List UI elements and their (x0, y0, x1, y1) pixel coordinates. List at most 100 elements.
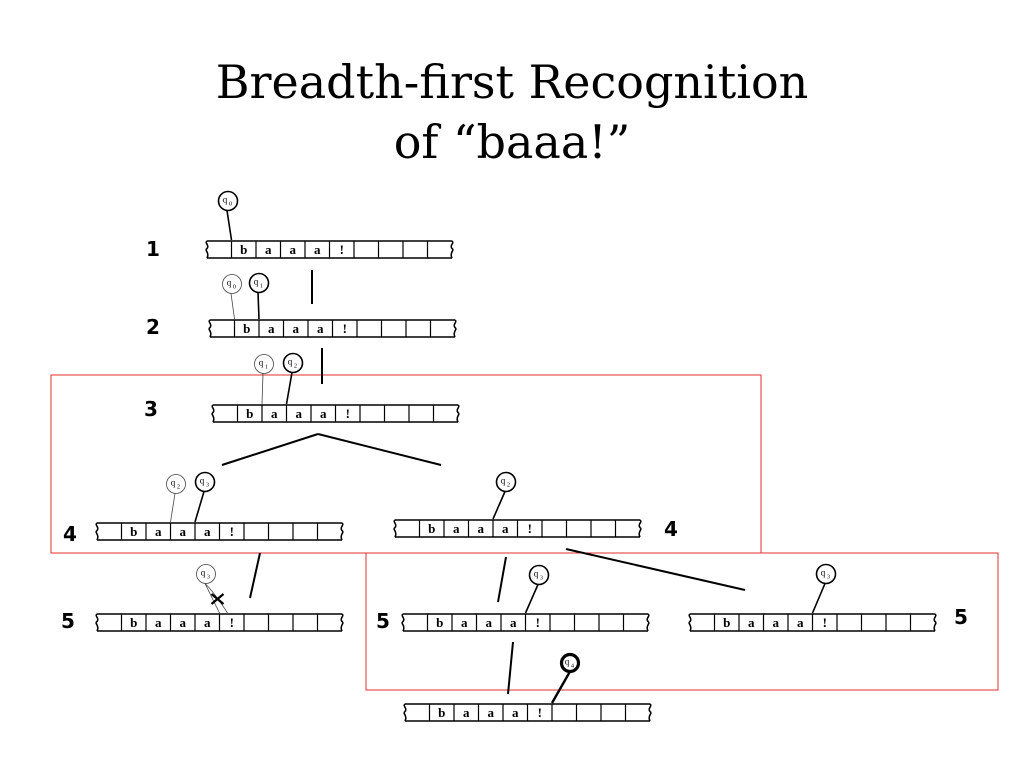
pointer-line (492, 491, 506, 520)
state-subscript: 4 (571, 664, 574, 670)
state-circle (528, 564, 550, 586)
step-label: 1 (146, 237, 160, 261)
state-circle (222, 274, 242, 294)
tape-right-end (638, 519, 642, 538)
tape-right-end (453, 319, 457, 338)
tape-symbol: ! (343, 321, 347, 336)
tape-symbol: b (130, 524, 137, 539)
title-line-2: of “baaa!” (393, 115, 631, 169)
tape-left-end (403, 703, 407, 722)
tape-symbol: b (130, 615, 137, 630)
step-label: 5 (376, 609, 390, 633)
connector-line (317, 433, 442, 466)
reject-mark (210, 593, 225, 605)
pointer-line (285, 372, 293, 405)
tape-left-end (401, 613, 405, 632)
state-label: q (565, 657, 570, 667)
tape-left-end (95, 522, 99, 541)
tape-symbol: a (488, 705, 495, 720)
state-subscript: 3 (540, 576, 543, 582)
state-circle (559, 652, 581, 674)
state-circle (196, 564, 216, 584)
rejected-transition (204, 583, 228, 614)
tape-symbol: a (293, 321, 300, 336)
tape-right-end (340, 613, 344, 632)
tape-left-end (688, 613, 692, 632)
tape-symbol: a (204, 615, 211, 630)
step-label: 3 (144, 397, 158, 421)
state-circle (166, 474, 186, 494)
state-subscript: 2 (507, 483, 510, 489)
state-subscript: 3 (207, 575, 210, 581)
pointer-line (524, 584, 539, 614)
tape-symbol: ! (538, 705, 542, 720)
state-label: q (259, 358, 264, 368)
pointer-line (261, 373, 264, 405)
step-label: 2 (146, 315, 160, 339)
pointer-line (194, 491, 205, 523)
tape-symbol: b (438, 705, 445, 720)
tape-symbol: a (155, 615, 162, 630)
tape-symbol: ! (536, 615, 540, 630)
tape-symbol: b (428, 521, 435, 536)
state-label: q (534, 569, 539, 579)
tape-symbol: b (246, 406, 253, 421)
tape-symbol: ! (823, 615, 827, 630)
tape-right-end (450, 240, 454, 259)
step-label: 4 (664, 517, 678, 541)
pointer-line (170, 493, 176, 523)
tape-symbol: b (723, 615, 730, 630)
tape-left-end (95, 613, 99, 632)
tape-symbol: b (240, 242, 247, 257)
pointer-line (550, 670, 572, 704)
tape-symbol: a (180, 524, 187, 539)
highlight-box-lower (365, 552, 999, 691)
tape-symbol: a (486, 615, 493, 630)
state-circle (254, 354, 274, 374)
state-subscript: 3 (206, 483, 209, 489)
tape-left-end (211, 404, 215, 423)
page-title: Breadth-first Recognition of “baaa!” (0, 52, 1024, 172)
state-label: q (227, 278, 232, 288)
tape-right-end (648, 703, 652, 722)
state-circle (495, 471, 517, 493)
connector-lines (221, 270, 746, 695)
tape-right-end (340, 522, 344, 541)
tape-symbol: a (314, 242, 321, 257)
pointer-line (204, 583, 220, 614)
state-circle (282, 352, 304, 374)
tape-symbol: a (512, 705, 519, 720)
tape-symbol: ! (230, 524, 234, 539)
state-circle (248, 272, 270, 294)
state-subscript: 2 (177, 485, 180, 491)
state-circle (217, 190, 239, 212)
state-label: q (254, 277, 259, 287)
state-label: q (171, 478, 176, 488)
tape-symbol: a (453, 521, 460, 536)
connector-line (249, 552, 261, 599)
tape-symbol: ! (528, 521, 532, 536)
tape-symbol: a (748, 615, 755, 630)
tape-symbol: a (317, 321, 324, 336)
state-subscript: 0 (229, 202, 232, 208)
tape-symbol: a (463, 705, 470, 720)
state-label: q (501, 476, 506, 486)
connector-line (221, 433, 319, 466)
tape-symbol: a (155, 524, 162, 539)
tape-symbol: a (797, 615, 804, 630)
